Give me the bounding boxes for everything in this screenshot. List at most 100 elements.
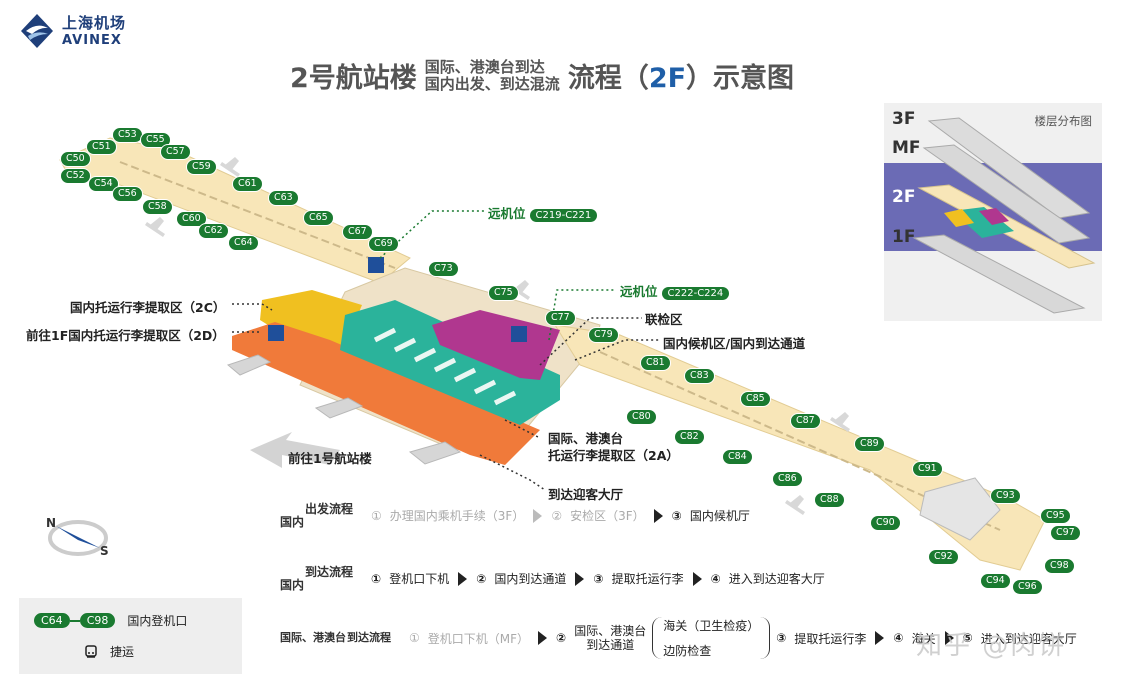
remote-stand-1-range: C219-C221 [529,209,598,222]
gate-tag: C69 [368,236,399,252]
title-sub-line2: 国内出发、到达混流 [424,74,560,93]
gate-tag: C87 [790,413,821,429]
gate-tag: C56 [112,186,143,202]
gate-tag: C53 [112,127,143,143]
legend: C64 C98 国内登机口 捷运 [19,598,242,674]
flow-arrow-icon [944,631,954,645]
gate-tag: C81 [640,355,671,371]
flow-arrow-icon [458,571,468,586]
arrival-hall-zone [232,322,540,465]
metro-icons [268,257,527,342]
title-end-suffix: ）示意图 [686,63,795,94]
title-end-prefix: 流程（ [567,63,649,94]
floor-label-mf: MF [892,138,921,158]
gate-tag: C80 [626,409,657,425]
gate-tag: C62 [198,223,229,239]
flow-head: 国际、港澳台 到达流程 [280,632,391,644]
compass-south: S [100,544,109,558]
gate-tag: C63 [268,190,299,206]
gate-tag: C98 [1044,558,1075,574]
flow-arrow-icon [875,631,885,645]
flow-head: 国内 出发流程 [280,503,353,529]
gate-tag: C67 [342,224,373,240]
floor-label-3f: 3F [892,109,916,129]
gate-tag: C79 [588,327,619,343]
gate-tag: C93 [990,488,1021,504]
baggage-belts [373,327,517,406]
flow-head: 国内 到达流程 [280,566,353,592]
gate-tag: C95 [1040,508,1071,524]
aircraft-icons [145,157,850,515]
flow-arrow-icon [575,571,585,586]
remote-stand-2-range: C222-C224 [661,287,730,300]
title-flow: 流程（2F）示意图 [568,56,794,95]
legend-gate-from: C64 [34,613,70,628]
gate-tag: C52 [60,168,91,184]
flow-head-region: 国内 [280,578,305,592]
gate-tag: C85 [740,391,771,407]
gate-tag: C60 [176,211,207,227]
floor-distribution-inset: 楼层分布图 3F MF 2F 1F [884,103,1102,321]
compass-icon [48,520,108,556]
compass: N S [44,514,114,568]
flow-head-type: 到达流程 [305,565,354,579]
intl-baggage-label: 国际、港澳台托运行李提取区（2A） [548,430,679,464]
title-floor: 2F [648,63,687,94]
flow-head-type: 出发流程 [305,502,354,516]
gate-tag: C94 [980,573,1011,589]
watermark: 知乎 @肉饼 [916,631,1067,661]
legend-metro-row: 捷运 [84,643,134,660]
gate-tag: C64 [228,235,259,251]
floor-label-2f: 2F [892,187,916,207]
south-end-building [919,477,1001,541]
gate-tag: C91 [912,461,943,477]
to-t1-label: 前往1号航站楼 [288,451,372,466]
title-subtitle: 国际、港澳台到达 国内出发、到达混流 [424,57,560,93]
flow-head-type: 到达流程 [347,631,391,645]
gate-tag: C50 [60,151,91,167]
inspection-zone [432,310,560,380]
title-sub-line1: 国际、港澳台到达 [424,57,545,76]
gate-tag: C57 [160,144,191,160]
remote-stand-1-text: 远机位 [488,206,526,221]
floor-label-1f: 1F [892,227,916,247]
gate-tag: C96 [1012,579,1043,595]
inspection-label: 联检区 [645,312,683,327]
to-t1-arrow [250,432,340,468]
shanghai-airport-logo-icon [21,14,53,48]
floor-stack-drawing [912,117,1096,314]
gate-tag: C83 [684,368,715,384]
gate-tag: C90 [870,515,901,531]
gate-tag: C54 [88,176,119,192]
title-terminal: 2号航站楼 [290,63,417,94]
gate-tag: C89 [854,436,885,452]
baggage-2d-label: 前往1F国内托运行李提取区（2D） [26,328,225,343]
gate-tag: C92 [928,549,959,565]
flow-brace-top: 海关（卫生检疫） [663,619,760,633]
gate-tag: C77 [545,310,576,326]
flow-head-region: 国际、港澳台 [280,631,346,645]
gate-tag: C97 [1050,525,1081,541]
flow-head-region: 国内 [280,515,305,529]
flow-arrow-icon [538,631,548,645]
gate-tag: C75 [488,285,519,301]
gate-tag: C84 [722,449,753,465]
airport-logo: 上海机场 AVINEX [18,12,126,50]
gate-tag: C88 [814,492,845,508]
page-title: 2号航站楼 国际、港澳台到达 国内出发、到达混流 流程（2F）示意图 [290,56,794,95]
